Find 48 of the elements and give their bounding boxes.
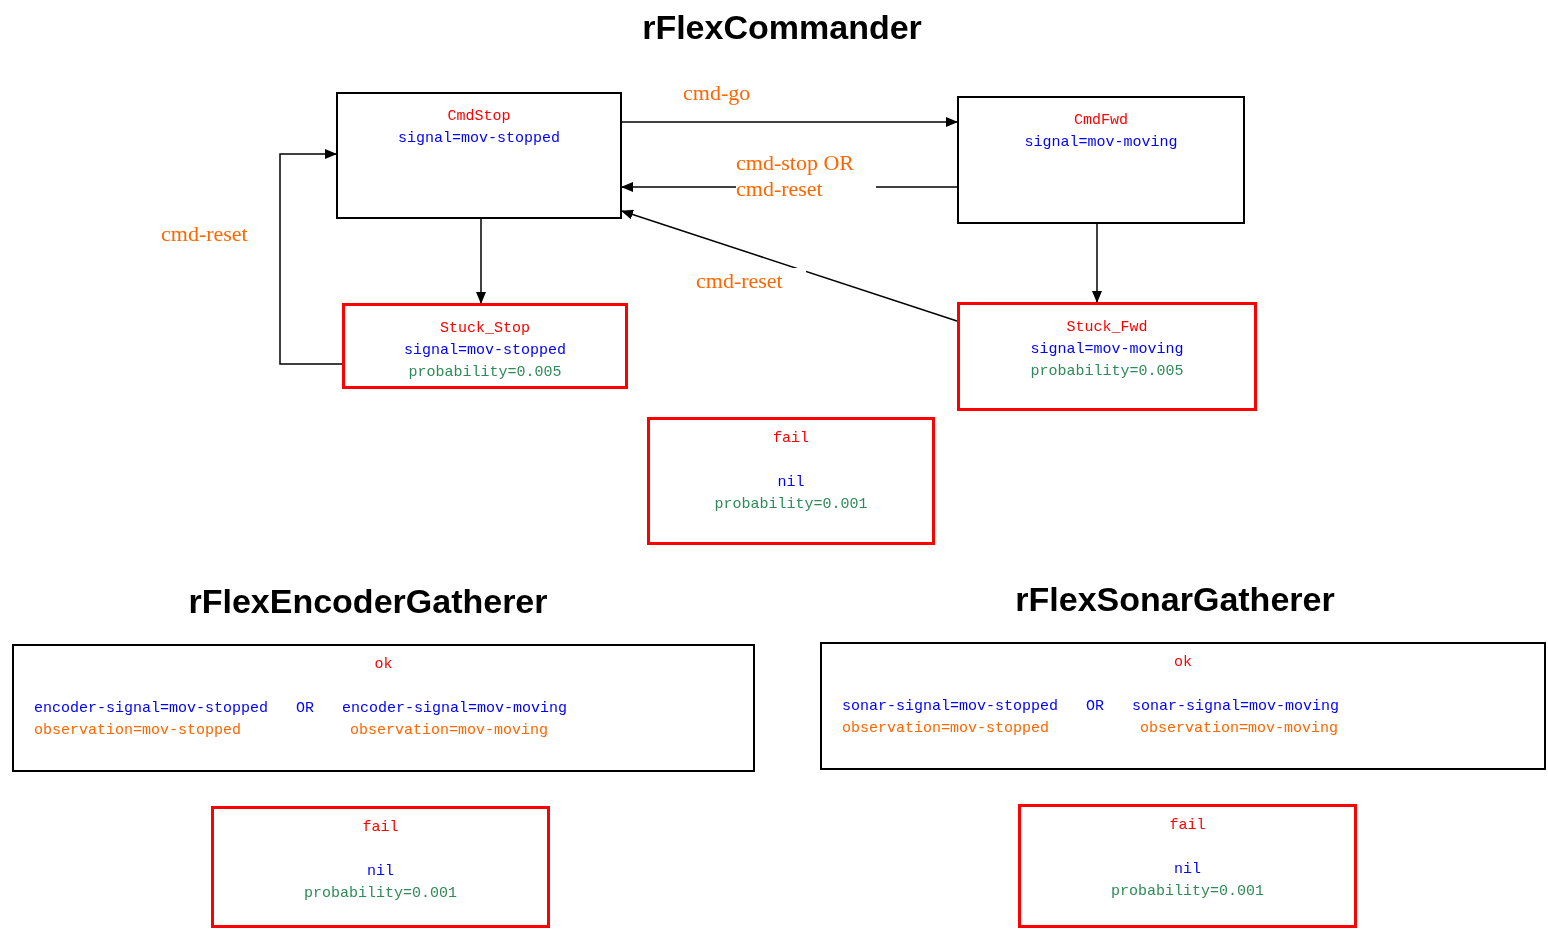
signal-text: nil [777,474,805,491]
state-box [336,92,622,219]
observation-text: observation=mov-stopped [842,720,1050,737]
arrow [621,209,958,322]
probability-text: probability=0.005 [408,363,562,383]
or-text: OR [296,700,315,717]
fail-state-box [211,806,550,928]
signal-text: signal=mov-stopped [398,129,560,149]
state-name: ok [374,655,393,675]
signal-text: sonar-signal=mov-stopped [842,698,1059,715]
state-box [342,303,628,389]
state-box [957,302,1257,411]
observation-text: observation=mov-moving [350,722,549,739]
diagram-title: rFlexCommander [641,7,923,48]
section-title: rFlexSonarGatherer [1014,579,1336,620]
probability-text: probability=0.005 [1030,362,1184,382]
state-name: fail [1169,817,1206,834]
state-name: CmdFwd [1074,111,1128,131]
signal-text: signal=mov-moving [1030,340,1184,360]
arrow [279,149,343,365]
ok-state-box [12,644,755,772]
arrow [476,218,486,304]
signal-text: signal=mov-stopped [404,341,566,361]
state-name: Stuck_Stop [440,319,530,339]
signal-text: nil [1174,861,1201,878]
state-name: fail [362,819,399,836]
state-name: fail [773,430,809,447]
state-name: CmdStop [447,107,511,127]
signal-text: encoder-signal=mov-moving [342,700,568,717]
fail-state-box [1018,804,1357,928]
fail-state-box [647,417,935,545]
state-name: ok [1174,653,1192,673]
arrow [1092,223,1102,303]
arrow [621,117,958,127]
signal-text: encoder-signal=mov-stopped [34,700,269,717]
signal-text: nil [367,863,394,880]
section-title: rFlexEncoderGatherer [187,581,549,622]
observation-text: observation=mov-moving [1140,720,1339,737]
signal-text: signal=mov-moving [1024,133,1178,153]
signal-text: sonar-signal=mov-moving [1132,698,1340,715]
state-box [957,96,1245,224]
ok-state-box [820,642,1546,770]
probability-text: probability=0.001 [304,885,457,902]
observation-text: observation=mov-stopped [34,722,242,739]
or-text: OR [1086,698,1105,715]
probability-text: probability=0.001 [714,496,868,513]
probability-text: probability=0.001 [1111,883,1264,900]
state-name: Stuck_Fwd [1066,318,1148,338]
